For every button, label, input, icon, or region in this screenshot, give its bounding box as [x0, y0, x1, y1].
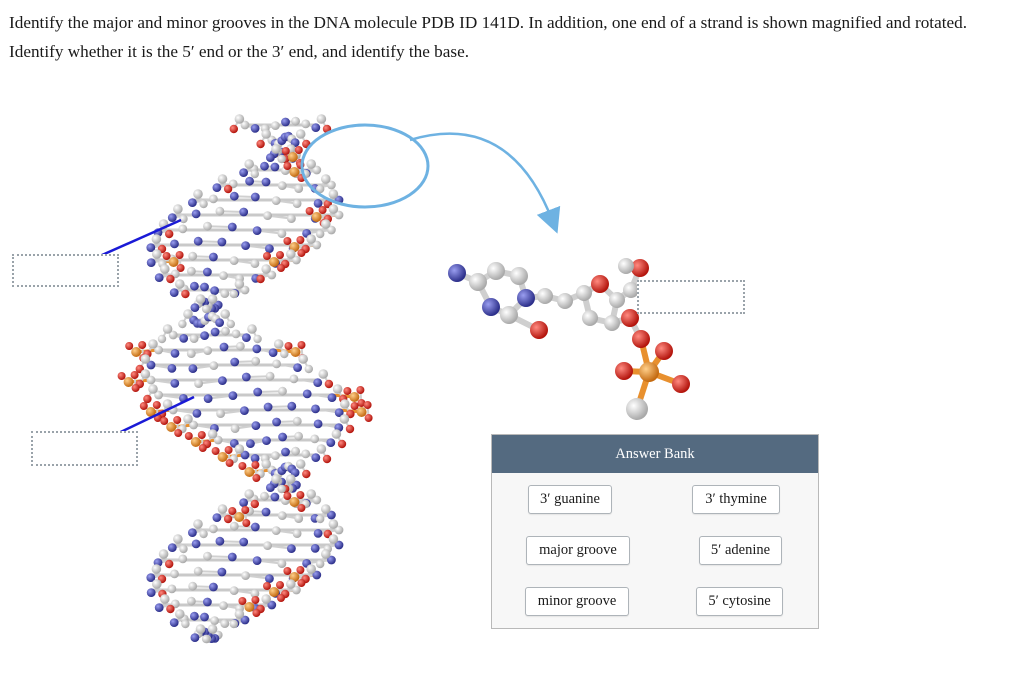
groove-drop-target-upper[interactable] [12, 254, 119, 287]
strand-end-drop-target[interactable] [637, 280, 745, 314]
answer-chip-major-groove[interactable]: major groove [526, 536, 630, 565]
answer-chip-3-guanine[interactable]: 3′ guanine [528, 485, 612, 514]
answer-chip-5-adenine[interactable]: 5′ adenine [699, 536, 782, 565]
magnify-arrow [409, 132, 561, 234]
answer-bank: Answer Bank 3′ guanine 3′ thymine major … [491, 434, 819, 629]
groove-drop-target-lower[interactable] [31, 431, 138, 466]
answer-chip-3-thymine[interactable]: 3′ thymine [692, 485, 780, 514]
answer-chip-5-cytosine[interactable]: 5′ cytosine [696, 587, 783, 616]
question-text: Identify the major and minor grooves in … [9, 13, 968, 61]
answer-bank-title: Answer Bank [492, 435, 818, 473]
magnified-strand-end [448, 258, 690, 420]
answer-chip-minor-groove[interactable]: minor groove [525, 587, 629, 616]
highlight-circle [300, 123, 430, 209]
dna-double-helix [117, 114, 373, 644]
